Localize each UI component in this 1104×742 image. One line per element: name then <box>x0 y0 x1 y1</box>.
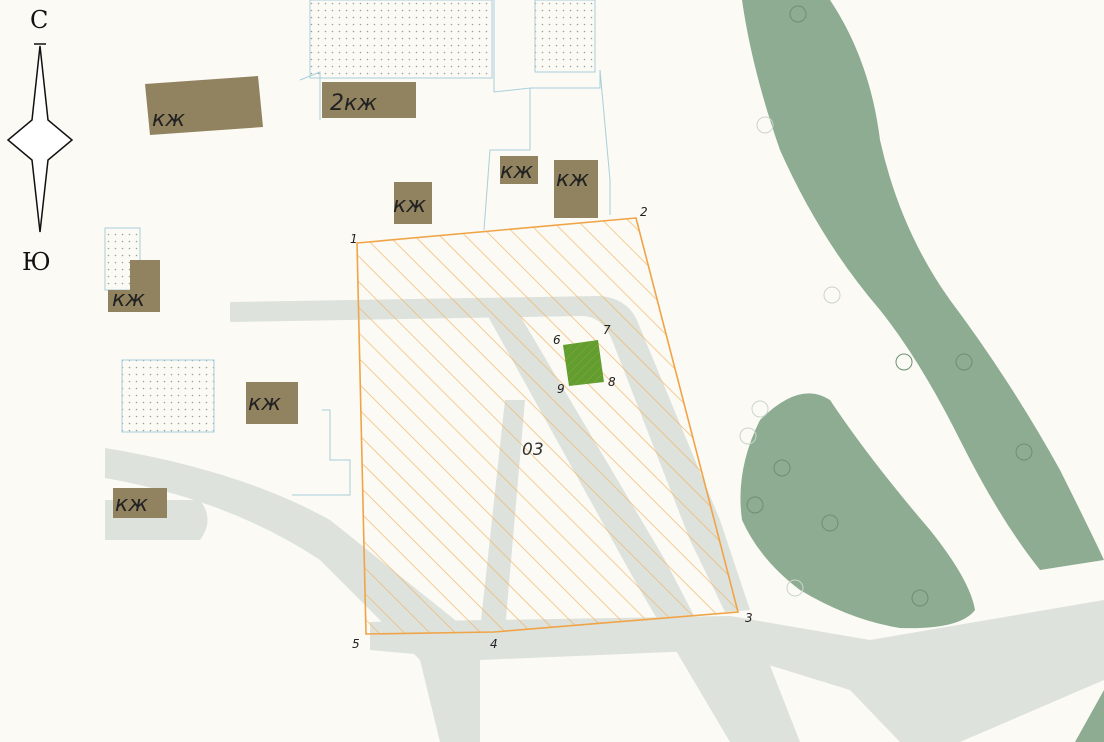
building-label: кж <box>115 492 148 517</box>
building-footprint <box>322 82 416 118</box>
vertex-label: 5 <box>352 637 360 651</box>
vertex-label: 4 <box>490 637 498 651</box>
vertex-label: 6 <box>553 333 561 347</box>
building-footprint <box>113 488 167 518</box>
compass-arrow-icon <box>6 45 74 233</box>
building-label: кж <box>112 287 145 312</box>
building[interactable]: кж <box>108 260 160 312</box>
building[interactable]: кж <box>113 488 167 518</box>
building[interactable]: кж <box>246 382 298 424</box>
building-footprint <box>246 382 298 424</box>
building[interactable]: 2кж <box>322 82 416 118</box>
road-bottom-fork <box>690 640 800 742</box>
building-label: 2кж <box>330 91 377 116</box>
building[interactable]: кж <box>393 182 432 224</box>
vertex-label: 1 <box>350 232 358 246</box>
building[interactable]: кж <box>500 156 538 184</box>
fence-line-west <box>299 71 321 120</box>
tree-symbols <box>739 5 1033 607</box>
garden-plot <box>309 0 493 79</box>
building-label: кж <box>152 107 185 132</box>
building-footprint <box>108 260 160 312</box>
parcel-boundary[interactable] <box>356 217 740 635</box>
vertex-label: 3 <box>745 611 753 625</box>
zone-label: 03 <box>522 440 544 460</box>
garden-plot <box>534 0 596 73</box>
compass-south-label: Ю <box>22 248 51 276</box>
forest-areas <box>739 0 1104 742</box>
building-label: кж <box>248 391 281 416</box>
road-bottom <box>370 600 1104 742</box>
building-label: кж <box>393 193 426 218</box>
building-footprint <box>554 160 598 218</box>
building-footprint <box>145 76 263 135</box>
parcel[interactable]: 03 <box>356 217 740 635</box>
building-footprint <box>394 182 432 224</box>
vertex-label: 9 <box>557 382 565 396</box>
fence-line-north <box>483 0 531 231</box>
forest-corner <box>1075 690 1104 742</box>
buildings: кж 2кж кж кж кж кж кж кж <box>108 76 598 518</box>
building-label: кж <box>556 167 589 192</box>
forest-southeast <box>740 393 975 629</box>
forest-east <box>742 0 1104 570</box>
parcel-vertices: 1 2 3 4 5 6 7 8 9 <box>350 205 753 651</box>
building[interactable]: кж <box>554 160 598 218</box>
inner-parcel-hatch <box>563 340 604 386</box>
building-label: кж <box>500 159 533 184</box>
fence-line-mid <box>292 409 351 496</box>
building[interactable]: кж <box>145 76 263 135</box>
garden-plot <box>121 359 215 433</box>
vertex-label: 7 <box>603 323 611 337</box>
building-footprint <box>500 156 538 184</box>
vertex-label: 8 <box>608 375 616 389</box>
north-arrow: С Ю <box>6 6 74 276</box>
compass-north-label: С <box>30 6 48 34</box>
garden-plots <box>104 0 596 433</box>
vertex-label: 2 <box>640 205 648 219</box>
fence-line-north-2 <box>530 69 611 215</box>
